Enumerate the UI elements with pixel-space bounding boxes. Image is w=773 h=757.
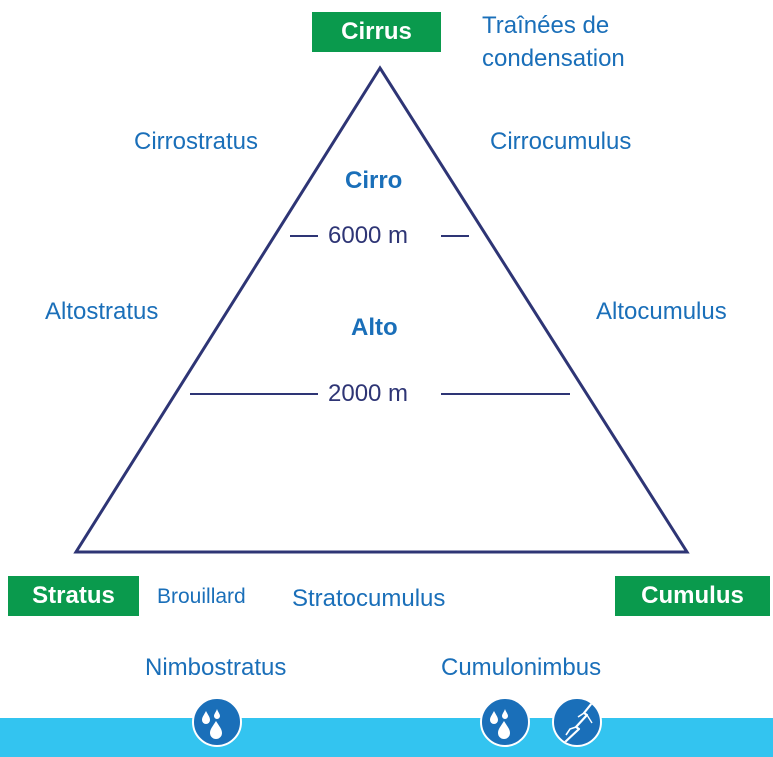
- cloud-triangle: [73, 65, 690, 554]
- nimbostratus-label: Nimbostratus: [145, 654, 287, 681]
- fog-label: Brouillard: [157, 585, 246, 608]
- level-alto-label: Alto: [351, 314, 398, 341]
- genus-stratus-box: Stratus: [8, 576, 139, 616]
- genus-cumulus-label: Cumulus: [641, 582, 744, 609]
- ground-band: [0, 718, 773, 757]
- level-cirro-label: Cirro: [345, 167, 403, 194]
- cirrocumulus-label: Cirrocumulus: [490, 128, 632, 155]
- stratocumulus-label: Stratocumulus: [292, 585, 446, 612]
- rain-drops-icon: [480, 697, 530, 747]
- altitude-2000-label: 2000 m: [328, 380, 409, 407]
- genus-cirrus-box: Cirrus: [312, 12, 441, 52]
- contrails-label: Traînées de condensation: [482, 12, 625, 72]
- cumulonimbus-label: Cumulonimbus: [441, 654, 602, 681]
- lightning-icon: [552, 697, 602, 747]
- genus-cirrus-label: Cirrus: [341, 18, 412, 45]
- altostratus-label: Altostratus: [45, 298, 159, 325]
- cirrostratus-label: Cirrostratus: [134, 128, 259, 155]
- genus-stratus-label: Stratus: [32, 582, 115, 609]
- altitude-6000-label: 6000 m: [328, 222, 409, 249]
- genus-cumulus-box: Cumulus: [615, 576, 770, 616]
- rain-drops-icon: [192, 697, 242, 747]
- altocumulus-label: Altocumulus: [596, 298, 727, 325]
